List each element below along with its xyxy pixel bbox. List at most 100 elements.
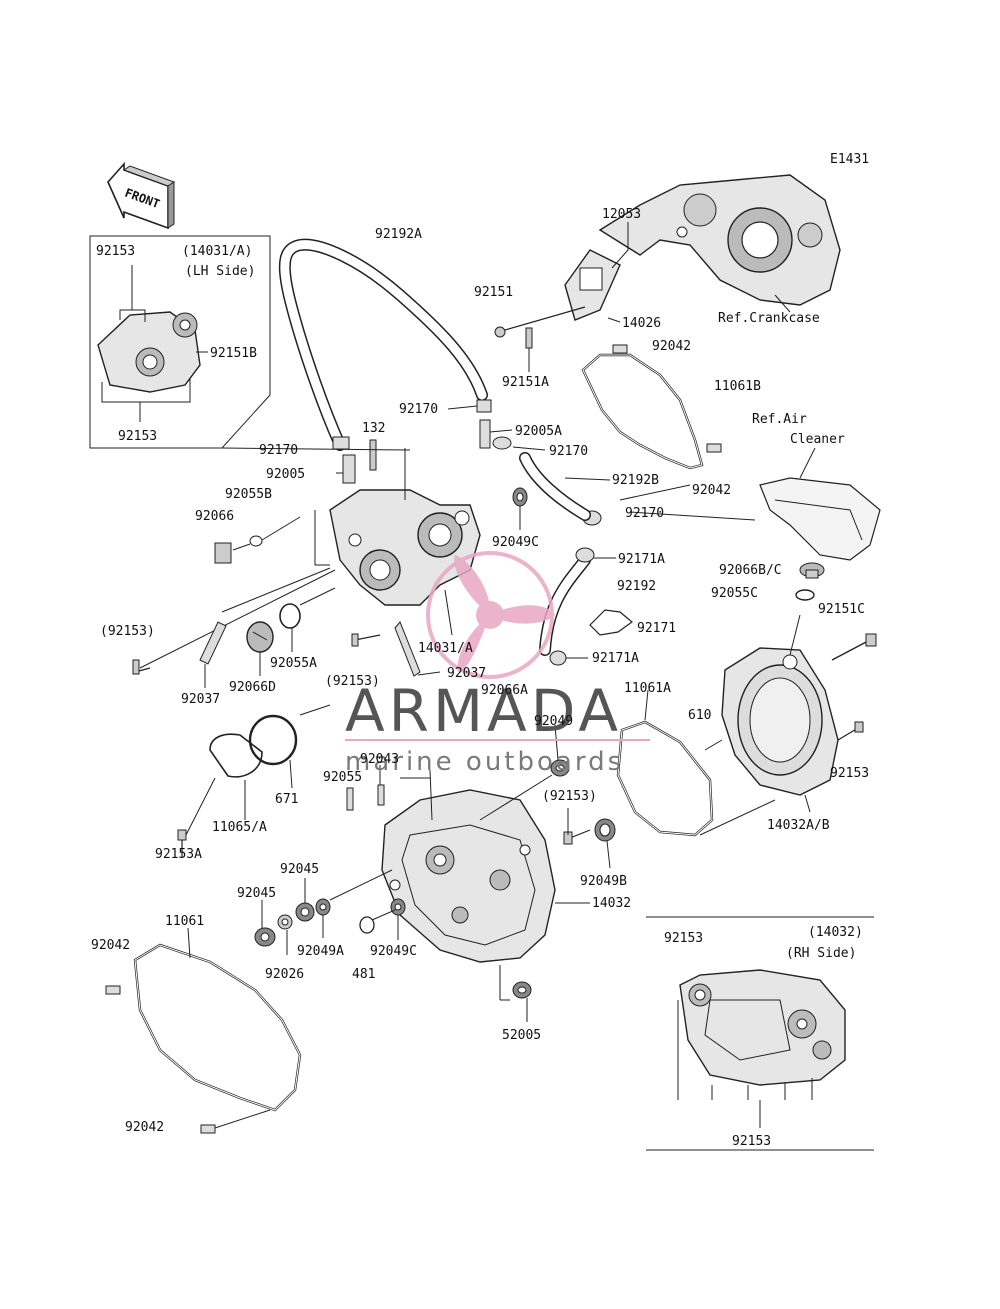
label-92170-d: 92170	[625, 506, 664, 521]
label-92049-a: 92049	[534, 714, 573, 729]
bracket-14026-part	[564, 249, 621, 321]
lh-inset-label-b: 92151B	[210, 346, 257, 361]
label-92045-b: 92045	[237, 886, 276, 901]
watermark-tagline: marine outboards	[345, 747, 624, 777]
label-92043: 92043	[360, 752, 399, 767]
label-92066bc: 92066B/C	[719, 563, 782, 578]
oring-92055c-part	[795, 589, 815, 601]
label-92037-b: 92037	[181, 692, 220, 707]
seal-92049a-part	[315, 898, 331, 916]
label-671: 671	[275, 792, 298, 807]
bolt-132-part	[369, 439, 377, 471]
label-92192a: 92192A	[375, 227, 422, 242]
label-92153-p2: (92153)	[325, 674, 380, 689]
label-92049a: 92049A	[297, 944, 344, 959]
bearing-92045-b-part	[295, 902, 315, 922]
label-610: 610	[688, 708, 711, 723]
bolt-92151-part	[494, 306, 586, 338]
label-52005: 52005	[502, 1028, 541, 1043]
label-92151: 92151	[474, 285, 513, 300]
clamp-92171a-a-part	[575, 547, 595, 563]
bolt-92151c-part	[831, 633, 877, 661]
label-92153-p1: (92153)	[100, 624, 155, 639]
label-14031a: 14031/A	[418, 641, 473, 656]
gasket-11061-part	[133, 943, 302, 1112]
label-92042-b: 92042	[692, 483, 731, 498]
label-92151a: 92151A	[502, 375, 549, 390]
label-11065a: 11065/A	[212, 820, 267, 835]
label-92170-b: 92170	[259, 443, 298, 458]
bolt-center-part	[351, 633, 381, 647]
label-92005a: 92005A	[515, 424, 562, 439]
label-92042-c: 92042	[91, 938, 130, 953]
clamp-92171a-b-part	[549, 650, 567, 666]
washer-92026-part	[277, 914, 293, 930]
fitting-92005-part	[342, 454, 356, 484]
seal-92049c-a-part	[512, 487, 528, 507]
clamp-92170-c-part	[492, 436, 512, 450]
label-92171: 92171	[637, 621, 676, 636]
label-92153a: 92153A	[155, 847, 202, 862]
crankcase-reference-part	[598, 174, 841, 306]
label-92192b: 92192B	[612, 473, 659, 488]
lh-inset-label-a: 92153	[96, 244, 135, 259]
label-92055a: 92055A	[270, 656, 317, 671]
bolt-92153-b-part	[837, 721, 864, 741]
label-132: 132	[362, 421, 385, 436]
dowel-92042-c-part	[105, 985, 121, 995]
hose-92192-part	[539, 554, 591, 656]
dowel-92042-d-part	[200, 1124, 216, 1134]
engine-cover-14032-part	[381, 789, 556, 963]
label-cleaner: Cleaner	[790, 432, 845, 447]
label-92026: 92026	[265, 967, 304, 982]
oring-671-part	[248, 714, 298, 766]
figure-code: E1431	[830, 152, 869, 167]
lh-inset-title-code: (14031/A)	[182, 244, 252, 259]
label-92192: 92192	[617, 579, 656, 594]
bolt-92151a-part	[525, 327, 533, 372]
label-92042-d: 92042	[125, 1120, 164, 1135]
label-92171a-a: 92171A	[618, 552, 665, 567]
seal-52005-part	[512, 981, 532, 999]
bolt-92153-p1-part	[132, 659, 151, 675]
front-arrow-icon: FRONT	[107, 161, 176, 230]
clamp-92170-b-part	[332, 436, 350, 450]
clutch-cover-14032ab-part	[721, 647, 839, 796]
label-92066: 92066	[195, 509, 234, 524]
dowel-92037-a-part	[199, 621, 227, 665]
label-92153-p3: (92153)	[542, 789, 597, 804]
oring-92055a-part	[279, 603, 301, 629]
lh-inset-label-c: 92153	[118, 429, 157, 444]
clamp-92170-a-part	[476, 399, 492, 413]
clip-92171-part	[589, 609, 633, 636]
label-92066a: 92066A	[481, 683, 528, 698]
watermark-brand: ARMADA	[345, 677, 622, 745]
label-92066d: 92066D	[229, 680, 276, 695]
label-92055b: 92055B	[225, 487, 272, 502]
pump-cover-14031a-part	[329, 489, 481, 606]
label-92170-c: 92170	[549, 444, 588, 459]
bearing-92045-a-part	[254, 927, 276, 947]
label-14032ab: 14032A/B	[767, 818, 830, 833]
label-92005: 92005	[266, 467, 305, 482]
plug-92066bc-part	[799, 562, 825, 579]
gasket-11061a-part	[616, 720, 714, 837]
hose-92192b-part	[519, 452, 591, 521]
rh-inset-label-b: 92153	[732, 1134, 771, 1149]
lh-side-inset: 92153 (14031/A) (LH Side) 92151B 92153	[89, 235, 411, 451]
label-92171a-b: 92171A	[592, 651, 639, 666]
seal-92049c-b-part	[390, 898, 406, 916]
cap-92066d-part	[246, 621, 274, 653]
label-12053: 12053	[602, 207, 641, 222]
label-92151c: 92151C	[818, 602, 865, 617]
label-11061: 11061	[165, 914, 204, 929]
plug-92066-part	[214, 542, 232, 564]
label-92055: 92055	[323, 770, 362, 785]
fitting-92005a-part	[479, 419, 513, 449]
seal-92049b-part	[594, 818, 616, 842]
label-92153-a: 92153	[830, 766, 869, 781]
rh-side-inset: 92153 (14032) (RH Side) 92153	[646, 916, 874, 1151]
air-cleaner-reference-part	[759, 477, 881, 561]
dowel-92042-a-part	[612, 344, 628, 354]
